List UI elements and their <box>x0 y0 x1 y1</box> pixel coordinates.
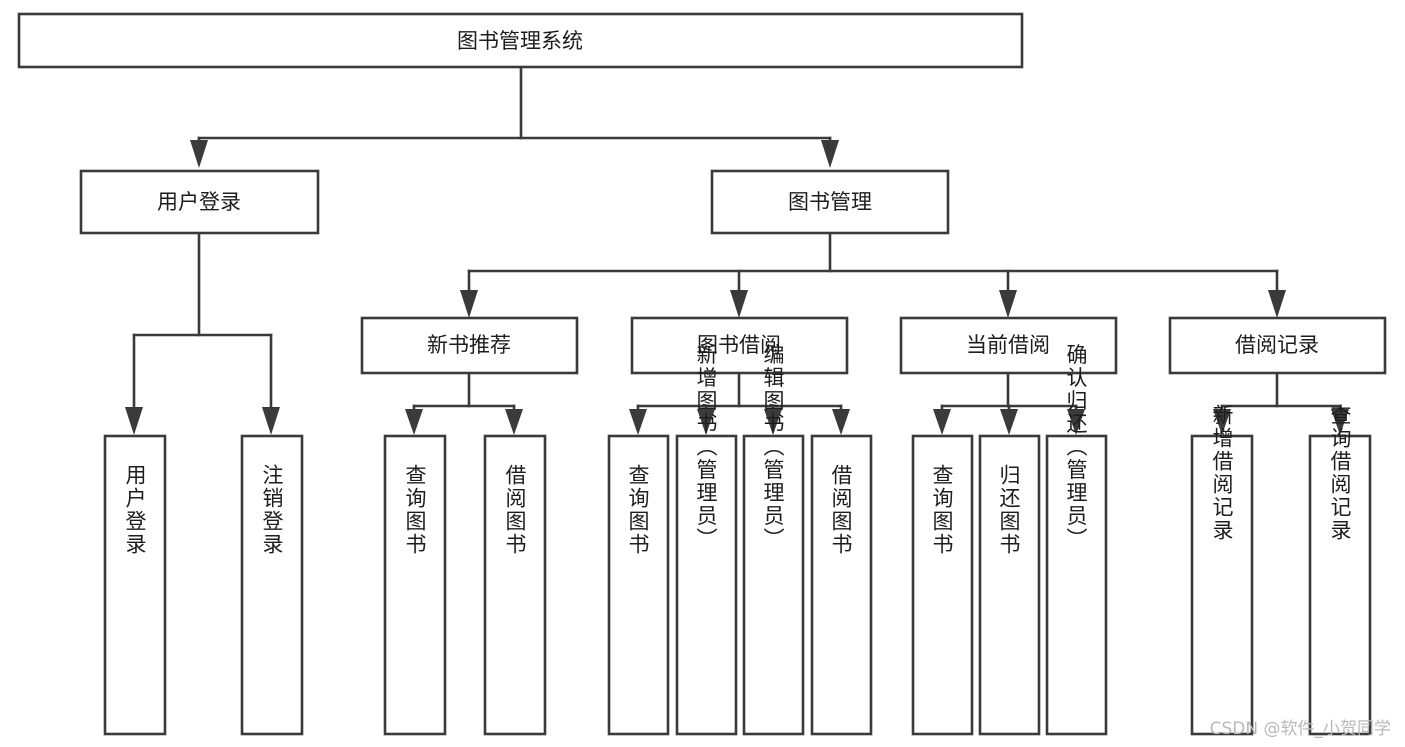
leaf-logout[interactable]: 注销登录 <box>240 434 304 736</box>
node-root-system-label: 图书管理系统 <box>457 29 583 53</box>
arrow-book-child-4 <box>1268 290 1286 318</box>
node-new-book-recommend-label: 新书推荐 <box>427 333 511 357</box>
arrow-book-child-3 <box>999 290 1017 318</box>
node-root-system-box[interactable] <box>17 12 1024 69</box>
arrow-user-leaf-1 <box>125 407 143 435</box>
arrow-user-leaf-2 <box>262 407 280 435</box>
arrow-record-leaf-1 <box>1213 409 1231 435</box>
node-current-borrow-box[interactable] <box>899 316 1118 375</box>
arrow-book-child-1 <box>460 290 478 318</box>
node-new-book-recommend-box[interactable] <box>360 316 579 375</box>
arrow-root-to-book <box>821 140 839 168</box>
node-new-book-recommend[interactable]: 新书推荐 <box>360 316 579 375</box>
node-borrow-record-box[interactable] <box>1168 316 1387 375</box>
leaf-add-borrow-record-box[interactable] <box>1190 434 1254 736</box>
node-book-borrow-box[interactable] <box>630 316 849 375</box>
arrow-current-leaf-1 <box>933 409 951 435</box>
leaf-query-borrow-record-label: 查询借阅记录 <box>1328 404 1352 542</box>
node-borrow-record-label: 借阅记录 <box>1235 333 1319 357</box>
leaf-query-borrow-record[interactable]: 查询借阅记录 <box>1308 404 1372 736</box>
leaf-logout-box[interactable] <box>240 434 304 736</box>
connector-group-root <box>190 65 839 168</box>
leaf-add-book-admin-label: 新增图书（管理员） <box>694 344 718 551</box>
leaf-user-login-box[interactable] <box>103 434 167 736</box>
node-user-login-box[interactable] <box>79 169 320 235</box>
arrow-book-child-2 <box>730 290 748 318</box>
leaf-return-book-box[interactable] <box>978 434 1041 736</box>
leaf-borrow-book-box[interactable] <box>810 434 873 736</box>
leaf-borrow-book-recommend-box[interactable] <box>483 434 547 736</box>
node-user-login[interactable]: 用户登录 <box>79 169 320 235</box>
leaf-return-book-label: 归还图书 <box>997 464 1021 556</box>
node-book-borrow-label: 图书借阅 <box>697 333 781 357</box>
node-book-manage[interactable]: 图书管理 <box>710 169 950 235</box>
leaf-add-book-admin-box[interactable] <box>675 434 738 736</box>
leaf-query-book-borrow-label: 查询图书 <box>626 464 650 556</box>
leaf-query-book-current-label: 查询图书 <box>930 464 954 556</box>
leaf-logout-label: 注销登录 <box>260 464 284 556</box>
leaf-edit-book-admin-label: 编辑图书（管理员） <box>761 344 785 551</box>
arrow-newbook-leaf-2 <box>505 409 523 435</box>
node-user-login-label: 用户登录 <box>157 190 241 214</box>
leaf-confirm-return-admin-label: 确认归还（管理员） <box>1064 344 1088 551</box>
connector-group-user-login <box>125 231 280 435</box>
leaf-add-borrow-record-label: 新增借阅记录 <box>1210 404 1234 542</box>
leaf-confirm-return-admin[interactable]: 确认归还（管理员） <box>1045 344 1108 736</box>
connector-group-borrow-record <box>1213 371 1349 435</box>
node-current-borrow[interactable]: 当前借阅 <box>899 316 1118 375</box>
leaf-query-book-current-box[interactable] <box>911 434 974 736</box>
connector-group-book-manage <box>460 231 1286 318</box>
node-book-manage-box[interactable] <box>710 169 950 235</box>
connector-group-current-borrow <box>933 371 1085 435</box>
leaf-edit-book-admin[interactable]: 编辑图书（管理员） <box>742 344 805 736</box>
leaf-user-login[interactable]: 用户登录 <box>103 434 167 736</box>
leaf-query-book-recommend-label: 查询图书 <box>403 464 427 556</box>
node-book-manage-label: 图书管理 <box>788 190 872 214</box>
arrow-current-leaf-3 <box>1067 409 1085 435</box>
leaf-query-book-recommend-box[interactable] <box>383 434 447 736</box>
leaf-borrow-book-recommend-label: 借阅图书 <box>503 464 527 556</box>
node-book-borrow[interactable]: 图书借阅 <box>630 316 849 375</box>
leaf-edit-book-admin-box[interactable] <box>742 434 805 736</box>
node-borrow-record[interactable]: 借阅记录 <box>1168 316 1387 375</box>
leaf-borrow-book-label: 借阅图书 <box>829 464 853 556</box>
leaf-query-book-borrow-box[interactable] <box>607 434 670 736</box>
leaf-return-book[interactable]: 归还图书 <box>978 434 1041 736</box>
arrow-borrow-leaf-1 <box>629 409 647 435</box>
connector-group-new-book <box>405 371 523 435</box>
leaf-query-book-current[interactable]: 查询图书 <box>911 434 974 736</box>
leaf-add-book-admin[interactable]: 新增图书（管理员） <box>675 344 738 736</box>
leaf-borrow-book-recommend[interactable]: 借阅图书 <box>483 434 547 736</box>
node-root-system[interactable]: 图书管理系统 <box>17 12 1024 69</box>
leaf-borrow-book[interactable]: 借阅图书 <box>810 434 873 736</box>
connector-group-borrow <box>629 371 850 435</box>
arrow-borrow-leaf-2 <box>697 409 715 435</box>
arrow-borrow-leaf-3 <box>764 409 782 435</box>
leaf-query-book-recommend[interactable]: 查询图书 <box>383 434 447 736</box>
leaf-user-login-label: 用户登录 <box>123 464 147 556</box>
arrow-newbook-leaf-1 <box>405 409 423 435</box>
arrow-root-to-user <box>190 140 208 168</box>
leaf-query-book-borrow[interactable]: 查询图书 <box>607 434 670 736</box>
arrow-current-leaf-2 <box>1000 409 1018 435</box>
leaf-query-borrow-record-box[interactable] <box>1308 434 1372 736</box>
node-current-borrow-label: 当前借阅 <box>966 333 1050 357</box>
leaf-add-borrow-record[interactable]: 新增借阅记录 <box>1190 404 1254 736</box>
arrow-borrow-leaf-4 <box>832 409 850 435</box>
arrow-record-leaf-2 <box>1331 409 1349 435</box>
leaf-confirm-return-admin-box[interactable] <box>1045 434 1108 736</box>
